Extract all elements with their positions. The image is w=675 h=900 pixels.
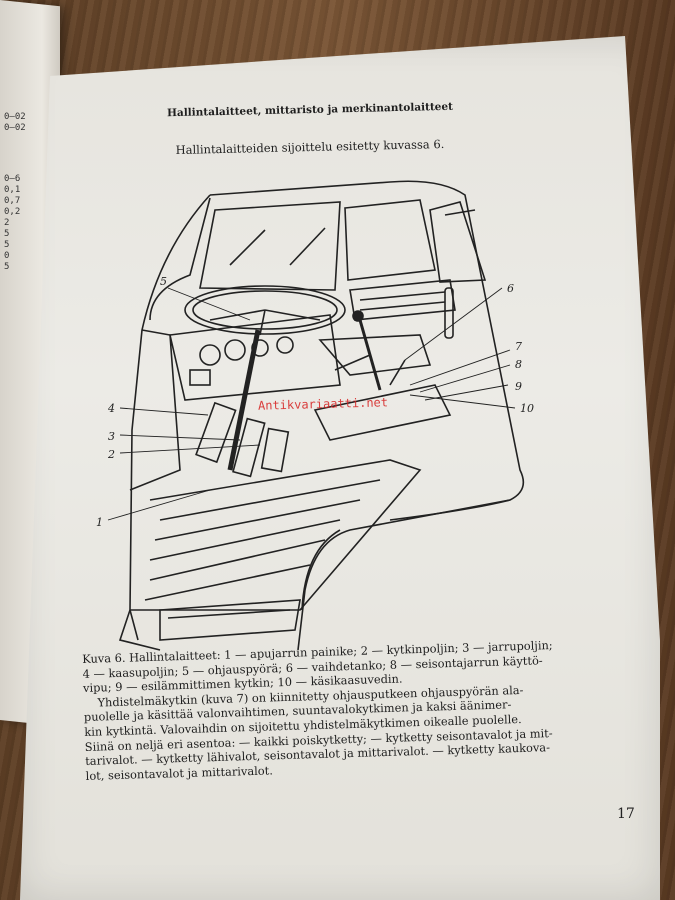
figure-label-6: 6: [507, 282, 514, 295]
figure-caption: Kuva 6. Hallintalaitteet: 1 — apujarrun …: [82, 636, 616, 783]
figure-label-5: 5: [160, 275, 167, 288]
figure-label-10: 10: [520, 402, 534, 415]
left-edge-line: 5: [4, 229, 10, 239]
page-number: 17: [617, 806, 635, 822]
left-edge-line: 0—6: [4, 174, 21, 184]
left-edge-line: 5: [4, 262, 10, 272]
left-page-text: 0—02 0—02 0—6 0,1 0,7 0,2 2 5 5 0 5: [4, 112, 26, 273]
figure-label-1: 1: [96, 516, 103, 529]
figure-label-7: 7: [515, 340, 522, 353]
truck-cab-illustration: 5 6 7 8 9 10 4 3 2 1: [96, 180, 534, 651]
figure-label-9: 9: [515, 380, 522, 393]
left-edge-line: 0,7: [4, 196, 21, 206]
figure-label-4: 4: [107, 402, 115, 415]
figure-label-8: 8: [515, 358, 522, 371]
figure-label-3: 3: [108, 430, 115, 443]
left-edge-line: 0—02: [4, 112, 26, 122]
left-edge-line: 2: [4, 218, 10, 228]
left-edge-line: 0: [4, 251, 10, 261]
left-edge-line: 5: [4, 240, 10, 250]
left-edge-line: 0,2: [4, 207, 21, 217]
left-edge-line: 0—02: [4, 123, 26, 133]
figure-label-2: 2: [107, 448, 115, 461]
left-edge-line: 0,1: [4, 185, 21, 195]
